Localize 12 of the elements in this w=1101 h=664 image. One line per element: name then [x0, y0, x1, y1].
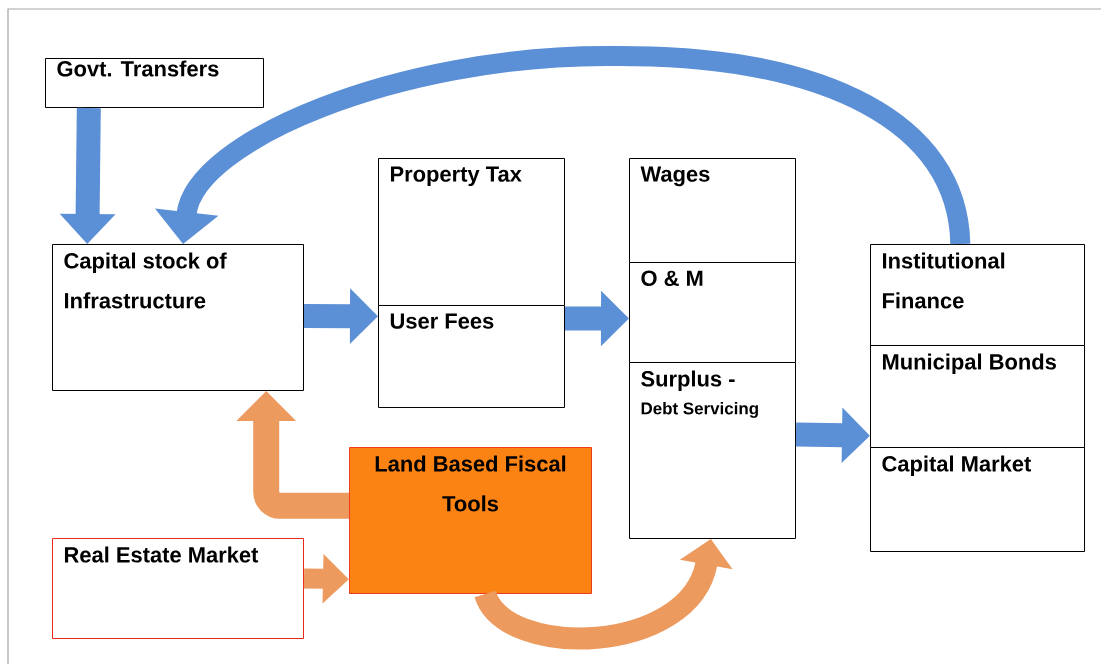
flow-box: Municipal Bonds: [870, 345, 1085, 448]
flow-box: Capital stock of Infrastructure: [52, 244, 304, 391]
flow-box: Capital Market: [870, 447, 1085, 552]
flow-box: Property Tax: [378, 158, 565, 306]
flow-box: O & M: [629, 262, 796, 363]
flow-box: User Fees: [378, 305, 565, 408]
flow-box: Govt. Transfers: [45, 58, 264, 108]
tool-box: Land Based Fiscal Tools: [349, 447, 592, 594]
flow-box: Surplus - Debt Servicing: [629, 362, 796, 539]
flow-box: Wages: [629, 158, 796, 263]
flow-box: Institutional Finance: [870, 244, 1085, 346]
flow-box: Real Estate Market: [52, 538, 304, 639]
